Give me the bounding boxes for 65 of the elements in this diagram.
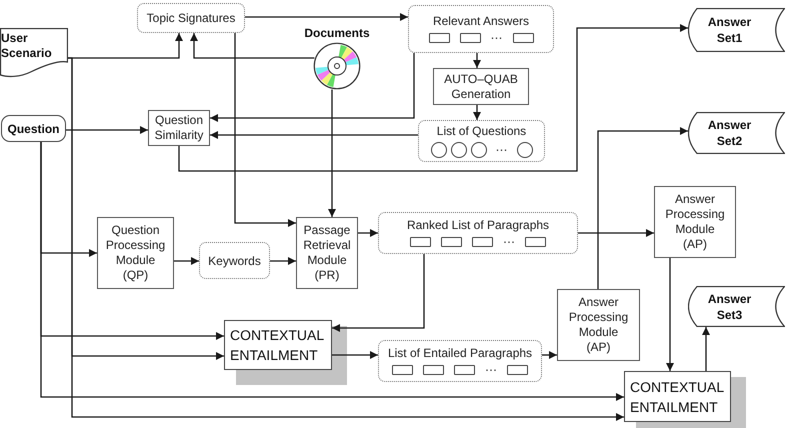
node-label: Topic Signatures — [146, 11, 236, 25]
arrow — [190, 33, 314, 59]
node-label: AUTO–QUAB Generation — [443, 72, 519, 102]
ellipsis: ⋯ — [490, 32, 502, 44]
node-label: Ranked List of Paragraphs — [406, 218, 550, 232]
process-box — [224, 320, 332, 370]
dotted-rounded-box — [137, 3, 245, 33]
arrow — [473, 105, 481, 120]
arrow — [578, 229, 654, 237]
arrow — [67, 57, 624, 421]
arrow — [666, 258, 674, 371]
arrow — [210, 131, 418, 139]
arrow — [473, 53, 481, 68]
node-label: Keywords — [208, 254, 261, 268]
arrow — [702, 327, 710, 371]
process-box — [433, 68, 529, 105]
stored-data-shape — [688, 112, 785, 154]
node-label: CONTEXTUAL ENTAILMENT — [230, 326, 325, 365]
arrow — [174, 257, 199, 265]
dotted-rounded-box — [408, 5, 554, 53]
arrow — [66, 126, 148, 134]
arrow — [178, 24, 688, 172]
process-box — [557, 289, 640, 361]
node-label: Question — [7, 122, 60, 136]
process-box — [148, 110, 210, 146]
node-label: List of Entailed Paragraphs — [388, 346, 532, 360]
arrow — [332, 254, 425, 332]
dotted-rounded-box — [418, 120, 545, 162]
dotted-rounded-box — [378, 340, 542, 382]
node-label: Answer Set2 — [706, 117, 752, 149]
node-label: Answer Processing Module (AP) — [568, 295, 630, 355]
node-label: Answer Processing Module (AP) — [664, 192, 726, 252]
node-label: CONTEXTUAL ENTAILMENT — [630, 378, 725, 416]
node-label: Question Similarity — [154, 113, 204, 143]
dotted-rounded-box — [378, 212, 578, 254]
stored-data-shape — [688, 8, 785, 52]
arrow — [245, 13, 408, 21]
node-label: Answer Set3 — [706, 290, 752, 322]
process-box — [97, 217, 174, 289]
arrow — [597, 127, 688, 289]
process-box — [296, 217, 358, 289]
node-label: Question Processing Module (QP) — [104, 223, 166, 283]
arrow — [542, 351, 557, 359]
arrow — [358, 229, 378, 237]
ellipsis: ⋯ — [503, 236, 515, 248]
heading: Documents — [304, 26, 370, 40]
node-label: User Scenario — [1, 31, 53, 61]
process-box — [624, 371, 731, 422]
arrow — [234, 33, 296, 227]
terminator-shape — [1, 115, 66, 142]
arrow — [332, 351, 378, 359]
node-label: List of Questions — [436, 124, 526, 138]
node-label: Answer Set1 — [706, 14, 752, 46]
node-label: Relevant Answers — [432, 14, 530, 28]
ellipsis: ⋯ — [485, 364, 497, 376]
document-shape — [0, 28, 68, 78]
node-label: Passage Retrieval Module (PR) — [302, 223, 352, 283]
ellipsis: ⋯ — [496, 144, 508, 156]
stored-data-shape — [688, 286, 785, 327]
dotted-rounded-box — [199, 242, 270, 279]
process-box — [654, 186, 736, 258]
arrow — [328, 89, 336, 217]
arrow — [270, 257, 296, 265]
arrow — [40, 142, 624, 401]
arrow — [210, 53, 415, 122]
